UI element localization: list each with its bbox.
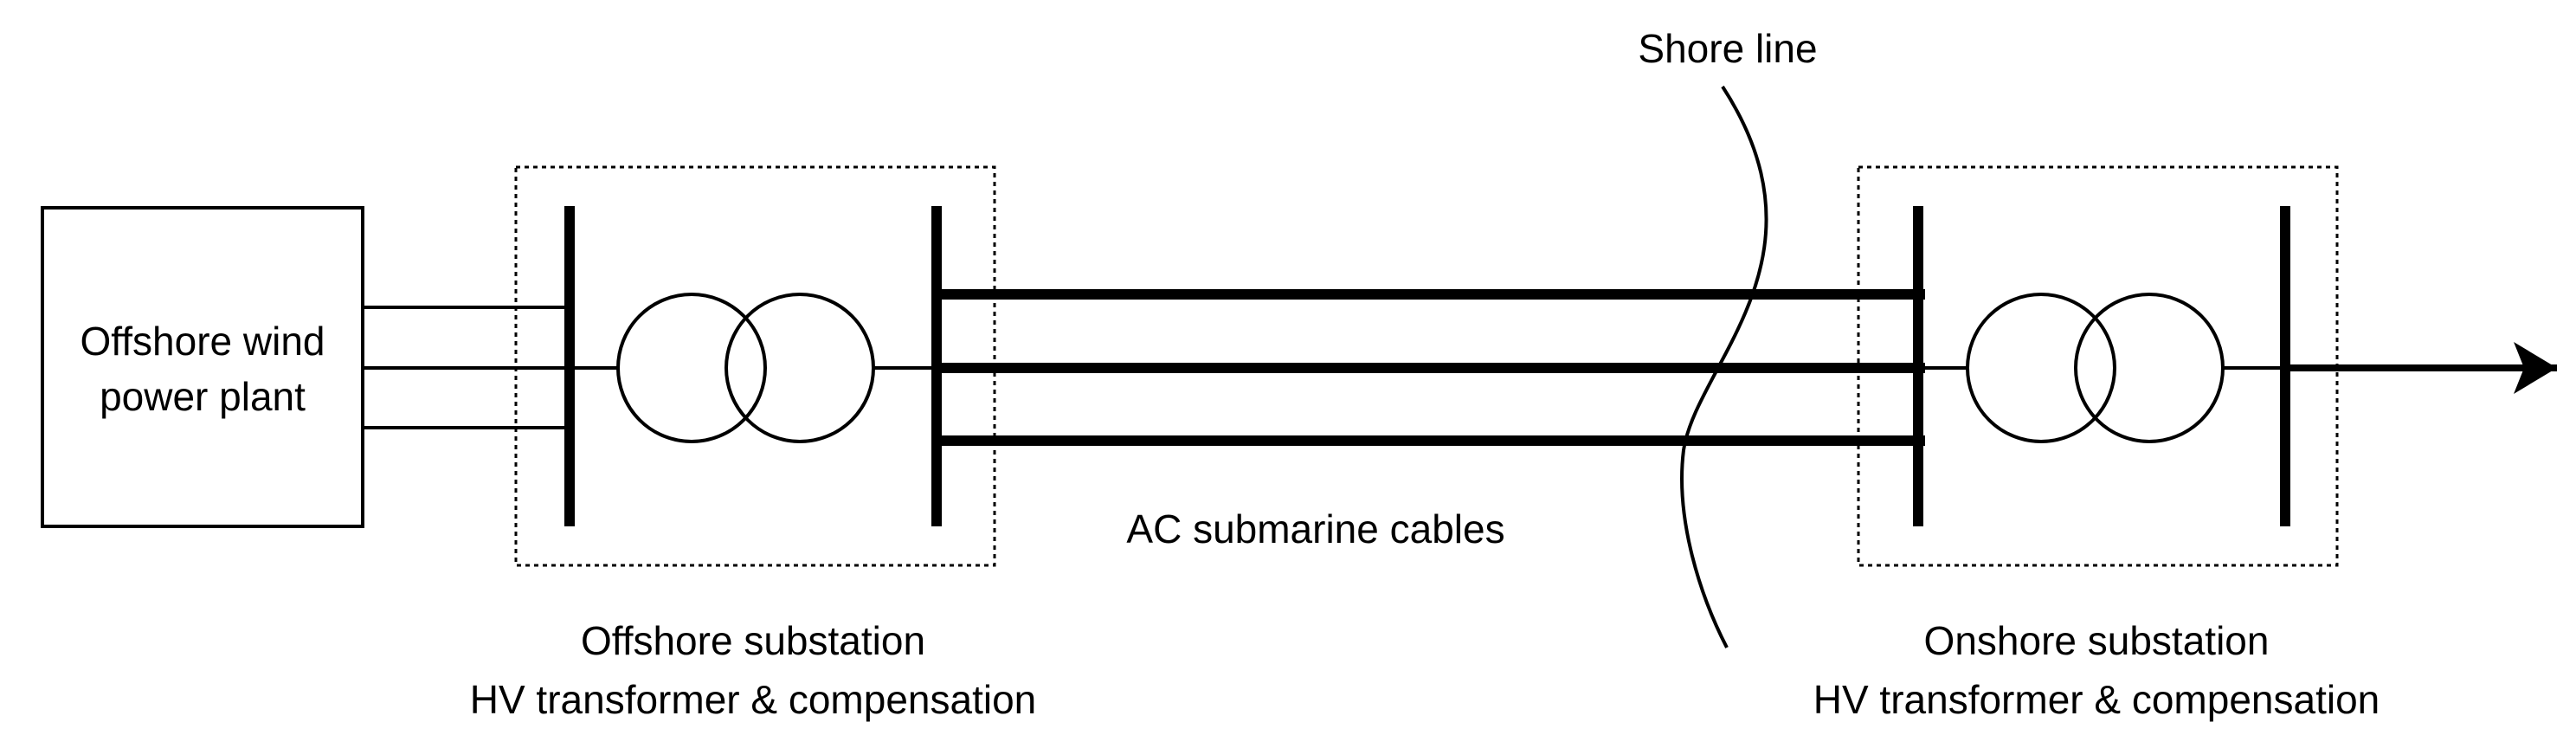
shore-line-curve — [1680, 85, 1768, 648]
onshore-substation-label-line2: HV transformer & compensation — [1813, 677, 2380, 722]
offshore-substation-label-line2: HV transformer & compensation — [470, 677, 1037, 722]
cables-label: AC submarine cables — [1126, 506, 1504, 551]
plant-feeder-lines — [363, 306, 568, 429]
plant-box — [41, 206, 364, 528]
plant-label-line2: power plant — [100, 374, 306, 419]
onshore-substation-label-line1: Onshore substation — [1924, 618, 2270, 663]
plant-label-line1: Offshore wind — [80, 319, 325, 364]
shore-line-label: Shore line — [1638, 26, 1817, 71]
offshore-substation-label-line1: Offshore substation — [581, 618, 925, 663]
ac-submarine-cables — [937, 289, 1925, 446]
offshore-transformer-icon — [616, 293, 875, 443]
offshore-substation: Offshore substation HV transformer & com… — [470, 165, 1037, 722]
offshore-wind-plant: Offshore wind power plant — [41, 206, 364, 528]
onshore-transformer-icon — [1966, 293, 2225, 443]
